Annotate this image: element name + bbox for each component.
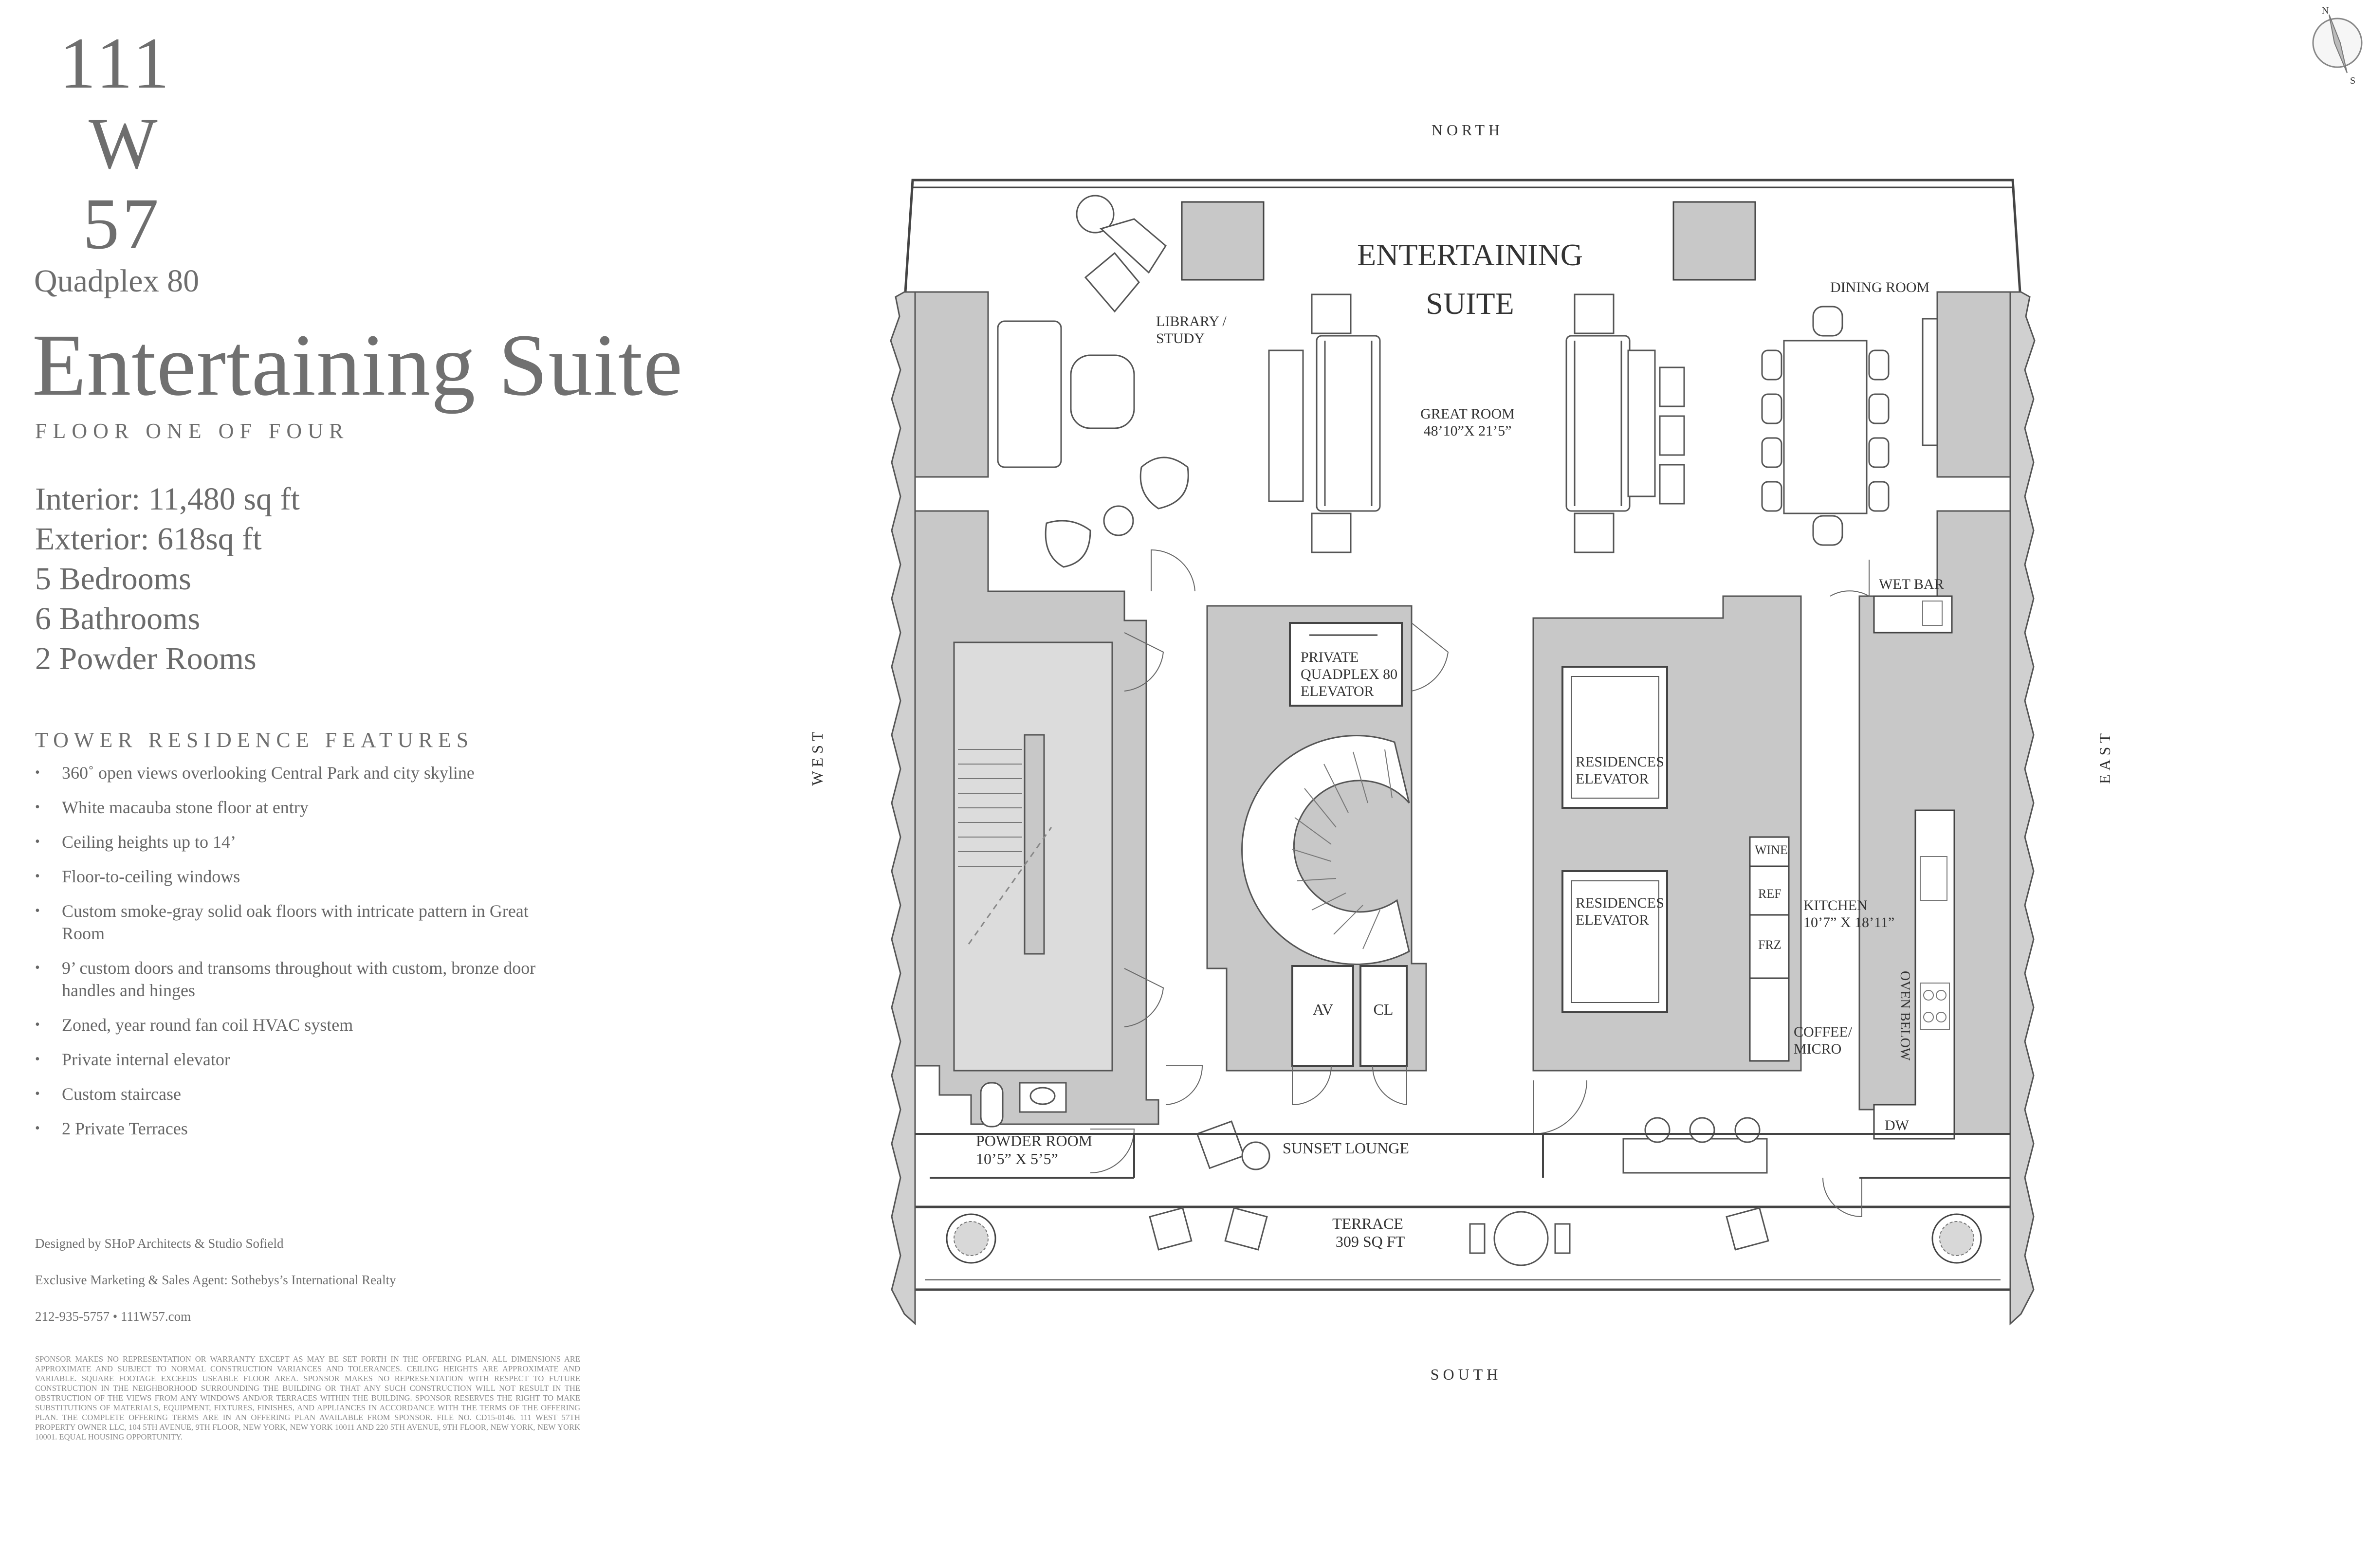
feature-item: Floor-to-ceiling windows — [35, 865, 570, 888]
logo-number: 111 — [59, 23, 172, 104]
frz-label: FRZ — [1758, 938, 1781, 952]
stat-powder-rooms: 2 Powder Rooms — [35, 641, 257, 676]
kitchen — [1749, 809, 1955, 1140]
compass-north-label: N — [2322, 5, 2329, 16]
feature-item: Zoned, year round fan coil HVAC system — [35, 1014, 570, 1036]
residences-elevator-2-label-2: ELEVATOR — [1576, 912, 1649, 928]
east-facade — [2009, 291, 2036, 1326]
feature-item: Private internal elevator — [35, 1048, 570, 1071]
floor-label: FLOOR ONE OF FOUR — [35, 419, 349, 443]
private-elevator-label-1: PRIVATE — [1301, 649, 1359, 665]
library-label-2: STUDY — [1156, 330, 1205, 346]
kitchen-dimensions: 10’7” X 18’11” — [1803, 914, 1894, 930]
page-title: Entertaining Suite — [32, 316, 683, 414]
residences-elevator-2: RESIDENCES ELEVATOR — [1561, 870, 1668, 1013]
features-list: 360˚ open views overlooking Central Park… — [35, 762, 570, 1152]
wet-bar — [1873, 595, 1953, 634]
feature-item: 2 Private Terraces — [35, 1117, 570, 1140]
cooktop-icon — [1920, 983, 1950, 1030]
east-label: EAST — [2096, 729, 2113, 784]
powder-room-label: POWDER ROOM — [976, 1132, 1092, 1149]
residences-elevator-1-label-2: ELEVATOR — [1576, 771, 1649, 787]
great-room-dimensions: 48’10”X 21’5” — [1424, 423, 1512, 439]
av-closet: AV — [1291, 965, 1354, 1067]
wine-label: WINE — [1755, 843, 1788, 857]
private-elevator: PRIVATE QUADPLEX 80 ELEVATOR — [1289, 622, 1403, 707]
sunset-lounge-label: SUNSET LOUNGE — [1283, 1139, 1409, 1157]
compass-icon: N S — [2312, 5, 2363, 86]
spiral-staircase — [1241, 735, 1410, 966]
logo-street-letter: W — [89, 103, 161, 184]
compass-south-label: S — [2350, 75, 2355, 86]
stats-block: Interior: 11,480 sq ft Exterior: 618sq f… — [35, 479, 300, 679]
dining-room-label: DINING ROOM — [1830, 279, 1929, 295]
south-label: SOUTH — [1431, 1366, 1502, 1383]
suite-label-2: SUITE — [1426, 286, 1514, 321]
furniture — [980, 195, 1938, 1266]
designer-credit: Designed by SHoP Architects & Studio Sof… — [35, 1236, 284, 1251]
exit-stair — [953, 641, 1113, 1072]
feature-item: Custom smoke-gray solid oak floors with … — [35, 900, 529, 945]
coffee-micro-label-1: COFFEE/ — [1794, 1024, 1853, 1040]
library-label-1: LIBRARY / — [1156, 313, 1227, 329]
west-facade — [890, 291, 916, 1326]
features-heading: TOWER RESIDENCE FEATURES — [35, 728, 474, 752]
feature-item: White macauba stone floor at entry — [35, 796, 570, 819]
stat-bedrooms: 5 Bedrooms — [35, 561, 191, 597]
residence-subtitle: Quadplex 80 — [34, 263, 200, 299]
partition-walls — [915, 1133, 2010, 1179]
terrace-area: 309 SQ FT — [1336, 1233, 1405, 1250]
room-labels: ENTERTAINING SUITE LIBRARY / STUDY GREAT… — [976, 237, 1929, 1250]
residences-elevator-2-label-1: RESIDENCES — [1576, 895, 1664, 911]
door-swings — [1090, 549, 1870, 1218]
kitchen-sink-icon — [1920, 856, 1947, 901]
private-elevator-label-3: ELEVATOR — [1301, 683, 1374, 699]
terrace-label: TERRACE — [1332, 1215, 1403, 1232]
coat-closet: CL — [1359, 965, 1408, 1067]
contact-info: 212-935-5757 • 111W57.com — [35, 1309, 191, 1324]
stat-bathrooms: 6 Bathrooms — [35, 601, 201, 637]
stat-interior: Interior: 11,480 sq ft — [35, 481, 300, 517]
kitchen-label: KITCHEN — [1803, 897, 1868, 913]
residences-elevator-1: RESIDENCES ELEVATOR — [1561, 666, 1668, 809]
west-label: WEST — [808, 728, 826, 785]
planter-icon — [1931, 1213, 1982, 1264]
dw-label: DW — [1885, 1117, 1910, 1133]
wine-ref-frz-column — [1749, 836, 1790, 979]
credits-block: Designed by SHoP Architects & Studio Sof… — [35, 1236, 396, 1346]
cl-label: CL — [1374, 1001, 1394, 1018]
coffee-micro-label-2: MICRO — [1794, 1041, 1841, 1057]
wet-bar-label: WET BAR — [1879, 576, 1944, 592]
suite-label-1: ENTERTAINING — [1357, 237, 1583, 272]
agent-credit: Exclusive Marketing & Sales Agent: Sothe… — [35, 1273, 396, 1287]
planter-icon — [946, 1213, 996, 1264]
north-label: NORTH — [1432, 121, 1504, 139]
powder-room-dimensions: 10’5” X 5’5” — [976, 1150, 1058, 1167]
great-room-label: GREAT ROOM — [1420, 406, 1515, 422]
av-label: AV — [1313, 1001, 1333, 1018]
feature-item: Ceiling heights up to 14’ — [35, 831, 570, 853]
feature-item: Custom staircase — [35, 1083, 570, 1105]
residences-elevator-1-label-1: RESIDENCES — [1576, 754, 1664, 770]
oven-below-label: OVEN BELOW — [1897, 971, 1912, 1061]
logo-street-number: 57 — [83, 183, 162, 264]
legal-disclaimer: SPONSOR MAKES NO REPRESENTATION OR WARRA… — [35, 1354, 580, 1441]
feature-item: 9’ custom doors and transoms throughout … — [35, 957, 549, 1002]
ref-label: REF — [1758, 887, 1781, 901]
feature-item: 360˚ open views overlooking Central Park… — [35, 762, 570, 784]
stat-exterior: Exterior: 618sq ft — [35, 521, 262, 557]
private-elevator-label-2: QUADPLEX 80 — [1301, 666, 1397, 682]
